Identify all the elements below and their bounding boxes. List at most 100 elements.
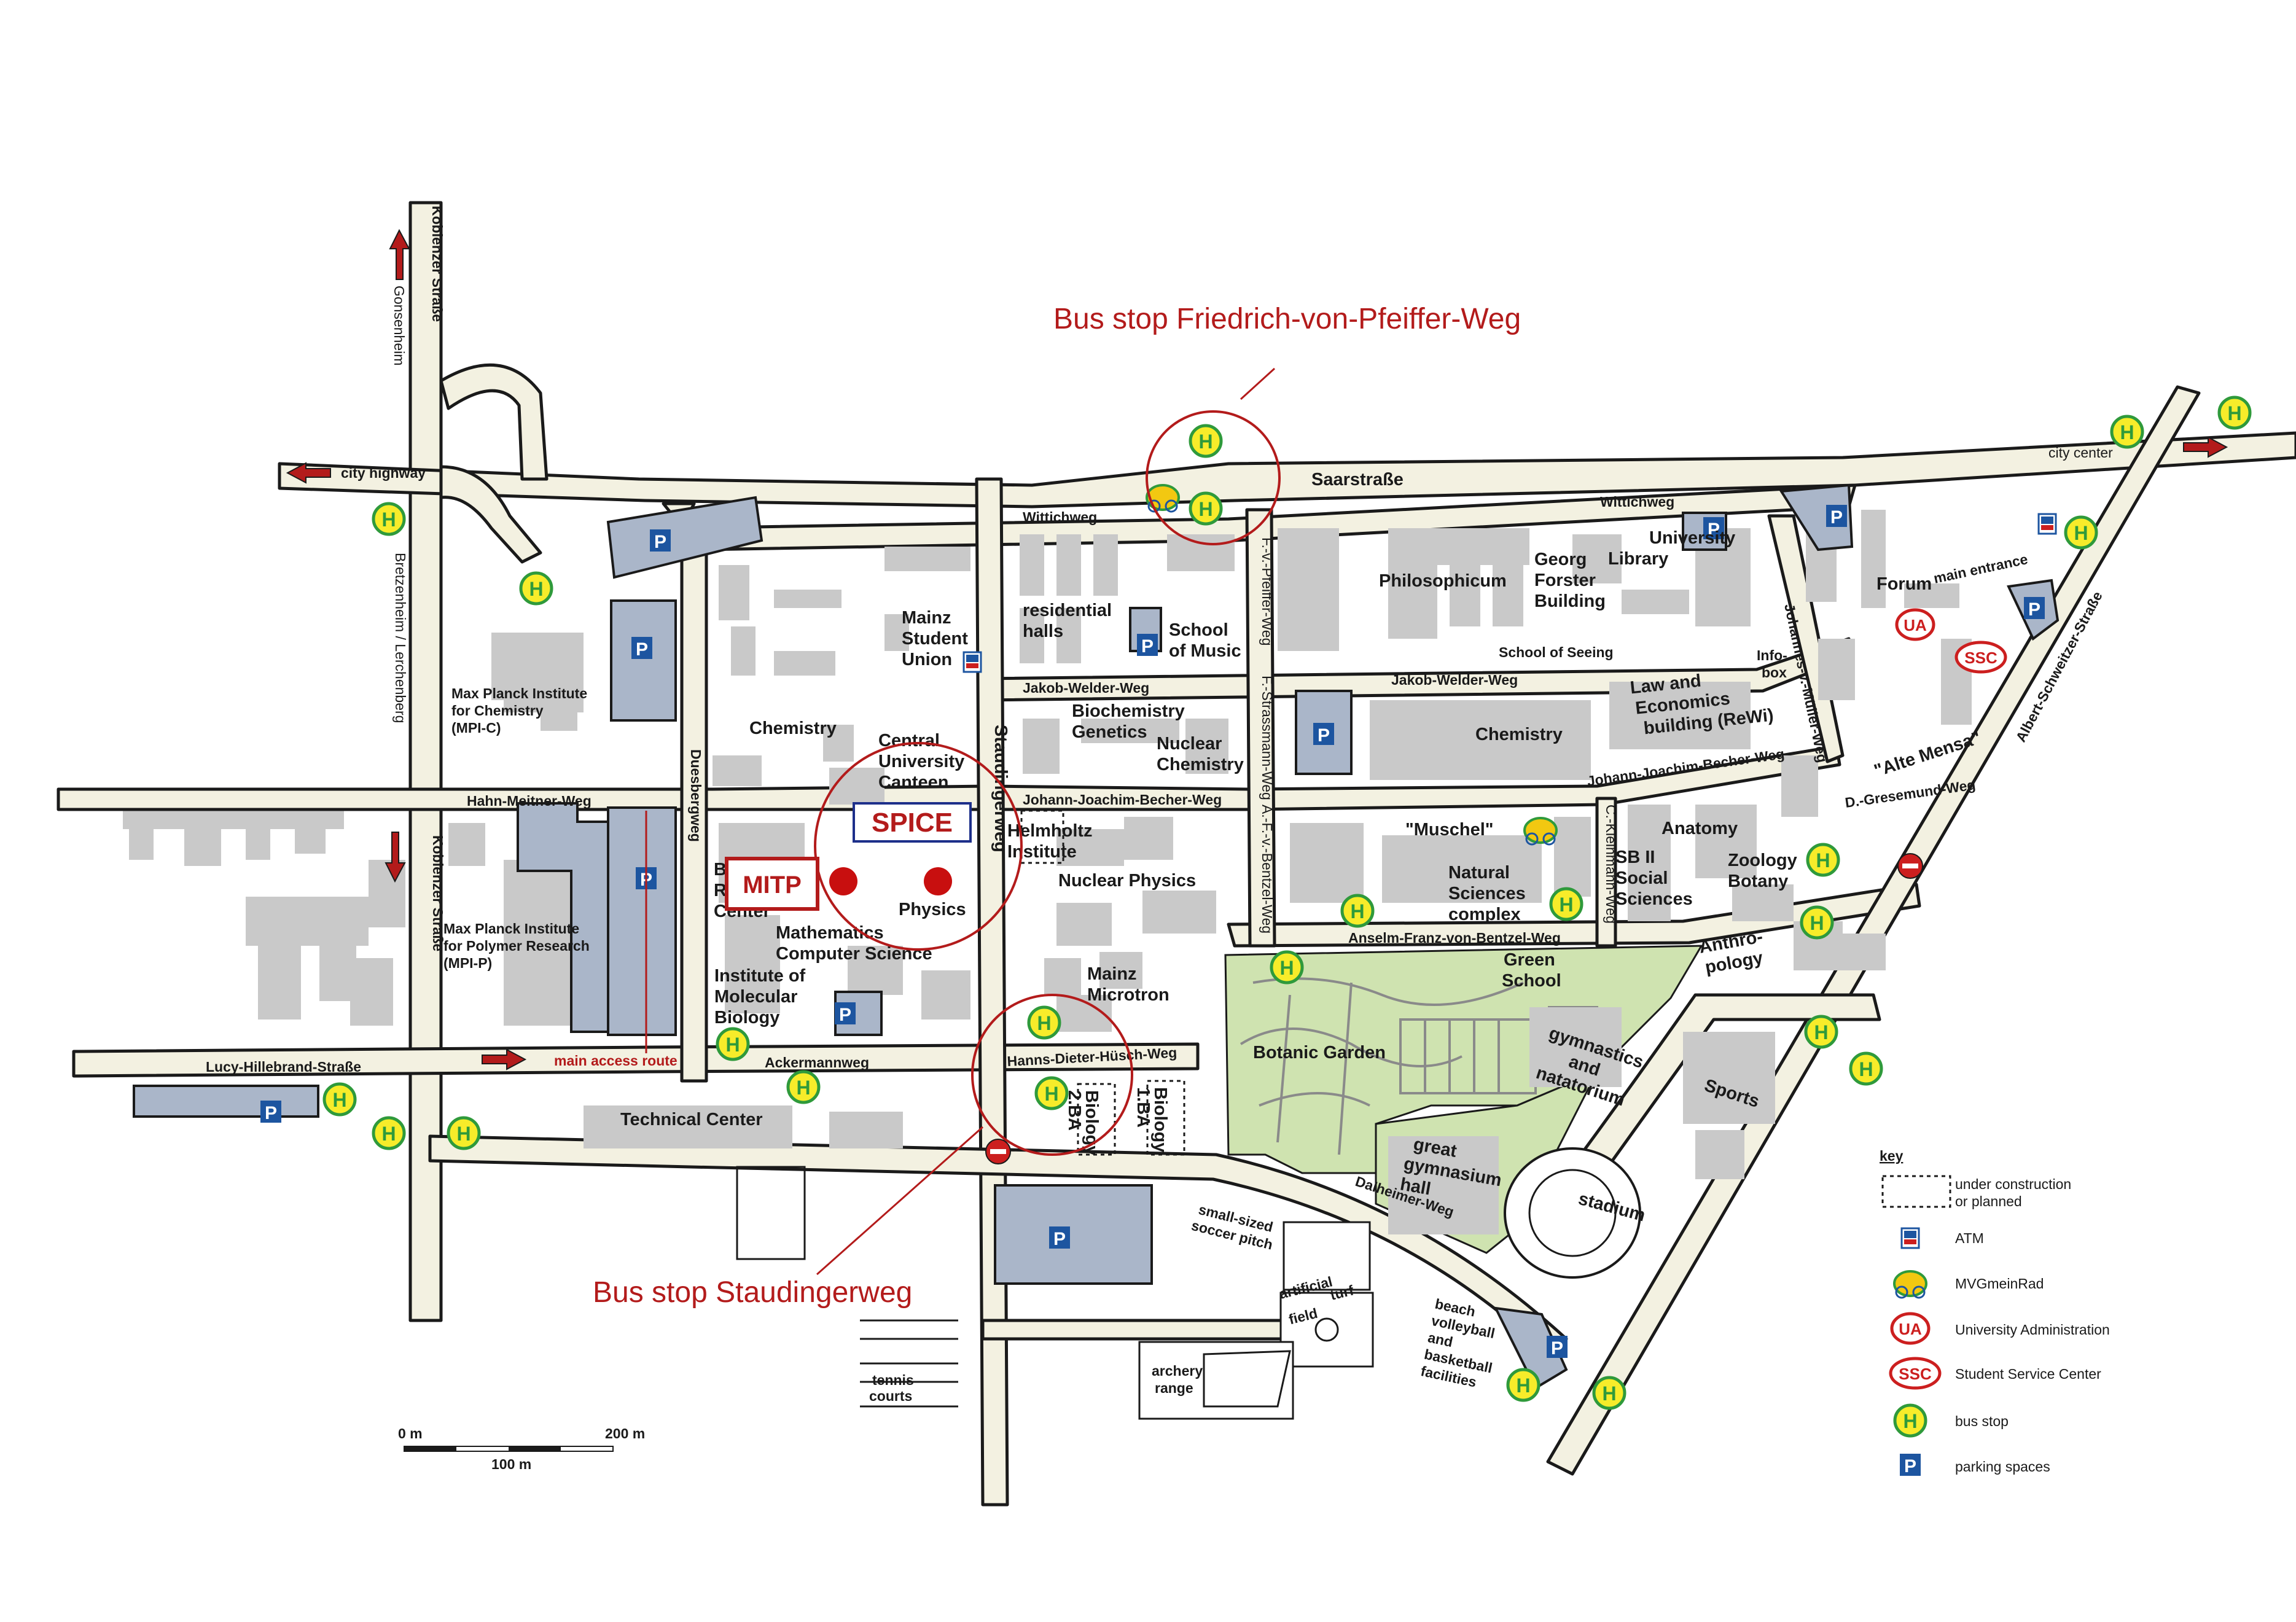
bus-pfeiffer-label: Bus stop Friedrich-von-Pfeiffer-Weg — [1053, 303, 1521, 335]
staudingerweg-label: Staudingerweg — [991, 725, 1010, 852]
ssc-icon: SSC — [1889, 1357, 1942, 1390]
bus-stop-icon — [1594, 1378, 1625, 1408]
bus-stop-icon — [1029, 1007, 1060, 1038]
bus-stop-icon — [521, 573, 552, 604]
wittichweg-east-label: Wittichweg — [1600, 494, 1674, 510]
bike-mascot-icon — [1523, 817, 1558, 846]
jakob-west-label: Jakob-Welder-Weg — [1023, 680, 1149, 696]
svg-text:SSC: SSC — [1899, 1365, 1932, 1383]
technical-label: Technical Center — [620, 1110, 763, 1129]
atm-icon — [1900, 1227, 1920, 1249]
parking-lots — [606, 483, 2060, 1390]
afvbentzel-label: A.-F.-v.-Bentzel-Weg — [1259, 805, 1275, 934]
biology2-label: Biology2.BA — [1064, 1090, 1101, 1155]
bus-stop-icon — [2112, 416, 2142, 447]
duesbergweg-label: Duesbergweg — [688, 749, 704, 842]
saarstrasse-label: Saarstraße — [1311, 470, 1404, 489]
bike-mascot-icon — [1146, 484, 1180, 513]
legend-title: key — [1880, 1148, 1904, 1164]
pfeiffer-ring — [1146, 410, 1281, 545]
highlights: Bus stop Friedrich-von-Pfeiffer-Weg Bus … — [593, 303, 1521, 1309]
gonsenheim-label: Gonsenheim — [391, 286, 407, 365]
jakob-east-label: Jakob-Welder-Weg — [1391, 672, 1518, 688]
bus-stop-icon — [2219, 397, 2250, 428]
atm-icon — [963, 651, 982, 673]
parking-icon — [835, 1002, 856, 1025]
fvpfeiffer-label: F.-v.-Pfeiffer-Weg — [1259, 537, 1275, 645]
bus-staudinger-label: Bus stop Staudingerweg — [593, 1276, 912, 1309]
bus-stop-icon — [1036, 1078, 1067, 1109]
legend-item-label: University Administration — [1955, 1322, 2110, 1338]
svg-text:SSC: SSC — [1964, 649, 1997, 667]
ua-icon: UA — [1895, 608, 1935, 641]
parking-icon — [631, 637, 652, 660]
parking-icon — [1547, 1336, 1568, 1359]
soccer-label: small-sizedsoccer pitch — [1190, 1201, 1279, 1253]
school-of-seeing-label: School of Seeing — [1499, 644, 1614, 660]
dotted-box-icon — [1881, 1175, 1951, 1208]
philosophicum-label: Philosophicum — [1379, 571, 1507, 591]
no-entry-icon — [985, 1139, 1011, 1164]
ackermannweg-label: Ackermannweg — [765, 1055, 869, 1070]
atm-icon — [2037, 513, 2057, 535]
scale-mid-label: 100 m — [491, 1456, 531, 1472]
bus-stop-icon — [1895, 1405, 1926, 1436]
chemistry-west-label: Chemistry — [749, 719, 837, 738]
bus-stop-icon — [1802, 907, 1832, 938]
bus-stop-icon — [717, 1029, 748, 1059]
arrow-down-icon — [385, 832, 406, 883]
bus-stop-icon — [324, 1084, 355, 1115]
anatomy-label: Anatomy — [1661, 819, 1738, 838]
parking-icon — [260, 1101, 281, 1123]
main-entrance-label: main entrance — [1932, 551, 2029, 587]
mitp-box — [725, 857, 819, 911]
chemistry-east-label: Chemistry — [1475, 725, 1563, 744]
biology1-label: Biology1.BA — [1133, 1087, 1170, 1152]
mitp-label: MITP — [743, 871, 802, 899]
spice-mitp-ring — [814, 742, 1023, 951]
ua-icon: UA — [1890, 1312, 1931, 1345]
bus-stop-icon — [1190, 493, 1221, 524]
gymnasium-label: greatgymnasiumhall — [1399, 1133, 1507, 1211]
law-label: Law andEconomicsbuilding (ReWi) — [1629, 664, 1775, 739]
parking-icon — [1826, 505, 1847, 528]
bus-stop-icon — [1508, 1370, 1539, 1400]
parking-icon — [1900, 1454, 1921, 1476]
physics-label: Physics — [899, 900, 966, 919]
special-symbols: UA SSC — [287, 228, 2227, 1164]
wittichweg-west-label: Wittichweg — [1023, 509, 1097, 525]
spice-dot — [924, 867, 952, 895]
city-highway-label: city highway — [341, 465, 426, 481]
bus-stop-icon — [2066, 517, 2096, 548]
legend-item-label: parking spaces — [1955, 1459, 2050, 1475]
fstrassmann-label: F.-Strassmann-Weg — [1259, 676, 1275, 800]
staudinger-ring — [971, 994, 1133, 1156]
no-entry-icon — [1897, 853, 1923, 879]
scale-zero-label: 0 m — [398, 1425, 423, 1441]
parking-icon — [2024, 597, 2045, 620]
muschel-label: "Muschel" — [1405, 820, 1494, 840]
scale-max-label: 200 m — [605, 1425, 645, 1441]
city-center-label: city center — [2048, 445, 2113, 461]
arrow-up-icon — [389, 228, 410, 280]
hahn-meitner-label: Hahn-Meitner-Weg — [467, 793, 592, 809]
bus-stop-icon — [1851, 1053, 1881, 1084]
bus-stop-icon — [1551, 889, 1582, 919]
bus-stop-icon — [448, 1118, 479, 1148]
lucy-label: Lucy-Hillebrand-Straße — [206, 1059, 361, 1075]
